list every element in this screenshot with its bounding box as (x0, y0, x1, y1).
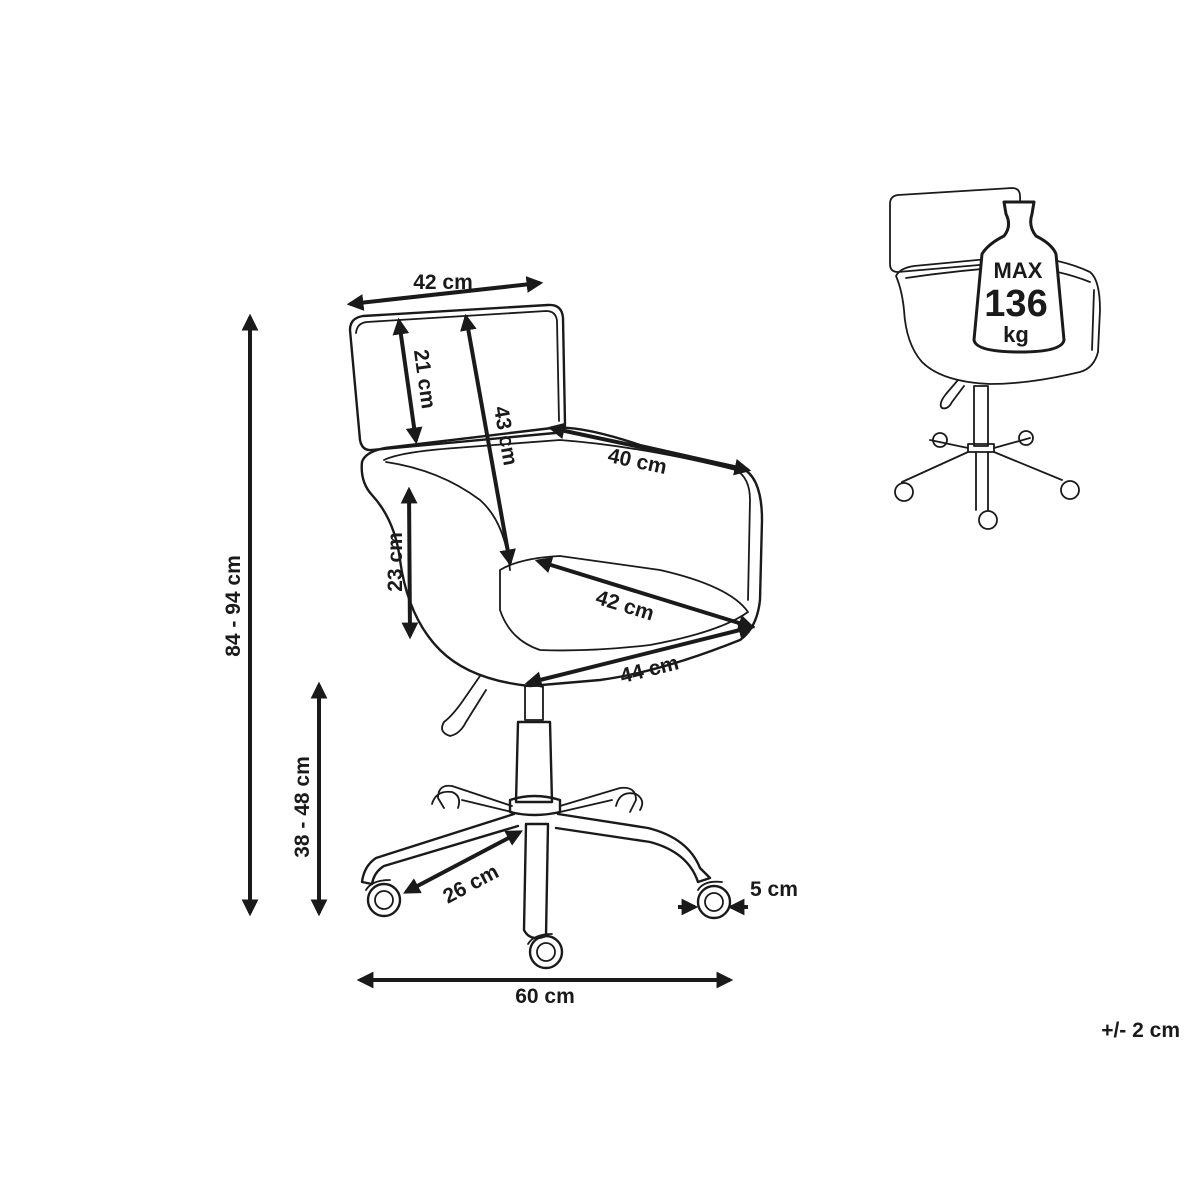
arrow-armrest-length (547, 422, 752, 476)
backrest-inner (355, 310, 560, 422)
arrow-leg-length (403, 830, 523, 894)
column-collar (508, 794, 562, 817)
small-chair-drawing: MAX 136 kg (889, 187, 1101, 530)
arrow-backrest-height (392, 317, 423, 445)
weight-unit: kg (1003, 322, 1029, 347)
caster-back-right (615, 792, 644, 811)
seat-inner-rim (383, 439, 751, 601)
label-base-width: 60 cm (515, 985, 575, 1008)
small-lever (939, 379, 965, 410)
leg-left-front (360, 812, 520, 886)
label-seat-height: 38 - 48 cm (291, 756, 314, 858)
leg-right-back (559, 786, 637, 813)
arrow-back-to-seat (460, 313, 516, 567)
arrow-arm-height (400, 486, 419, 640)
small-caster-5 (1018, 430, 1034, 446)
leg-left-back (437, 784, 513, 813)
weight-badge: MAX 136 kg (972, 200, 1066, 354)
dimension-labels: 42 cm 21 cm 43 cm 40 cm 23 cm 42 cm 44 c… (222, 271, 1180, 1042)
label-arm-height: 23 cm (384, 532, 407, 592)
leg-front-center (522, 822, 550, 940)
small-column (973, 385, 989, 447)
weight-icon (972, 200, 1066, 354)
small-caster-1 (894, 482, 914, 502)
label-back-to-seat: 43 cm (489, 405, 522, 468)
label-wheel-size: 5 cm (750, 878, 798, 901)
small-caster-2 (1060, 480, 1080, 500)
label-tolerance: +/- 2 cm (1101, 1019, 1180, 1042)
label-seat-depth: 42 cm (593, 586, 657, 625)
caster-left (365, 879, 402, 918)
gas-column-top (524, 685, 544, 721)
weight-max-label: MAX (994, 258, 1043, 283)
dimension-arrows (241, 276, 756, 989)
small-caster-3 (978, 510, 998, 530)
arrow-seat-width (524, 622, 756, 688)
caster-right (696, 880, 732, 920)
small-caster-4 (932, 432, 948, 448)
leg-right-front (554, 812, 712, 884)
weight-value: 136 (984, 283, 1047, 325)
label-backrest-height: 21 cm (409, 348, 440, 410)
small-legs (901, 437, 1063, 511)
backrest-outline (348, 303, 567, 452)
label-total-height: 84 - 94 cm (222, 555, 245, 657)
label-backrest-width: 42 cm (413, 271, 473, 294)
caster-center (527, 933, 564, 970)
height-lever (441, 675, 487, 737)
gas-column (514, 720, 554, 804)
caster-back-left (431, 790, 461, 809)
arrow-backrest-width (346, 276, 544, 311)
arrow-seat-depth (534, 556, 756, 632)
